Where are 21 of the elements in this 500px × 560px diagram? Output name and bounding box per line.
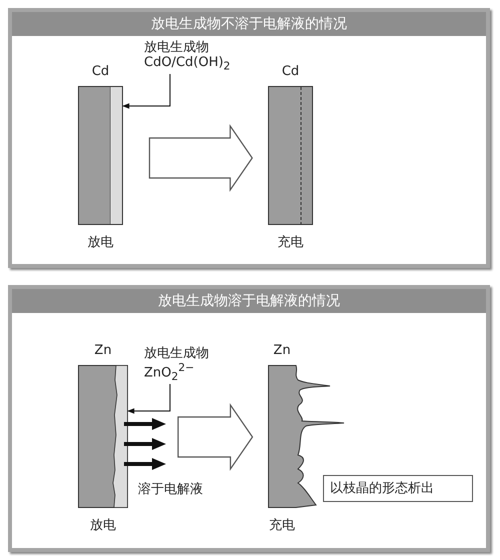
electrode-state-label: 充电 — [268, 517, 296, 534]
electrode-state-label: 放电 — [89, 517, 117, 534]
electrode-label: Cd — [280, 64, 300, 79]
electrode-state-label: 放电 — [86, 234, 114, 251]
note-box: 以枝晶的形态析出 — [323, 475, 473, 502]
electrode-label: Zn — [272, 343, 292, 358]
block-arrow — [178, 403, 254, 471]
panel — [8, 8, 490, 268]
header-band: 放电生成物不溶于电解液的情况 — [12, 12, 486, 36]
electrode-state-label: 充电 — [276, 234, 304, 251]
leader-line — [122, 74, 170, 109]
panel — [8, 285, 490, 552]
block-arrow — [148, 124, 253, 192]
leader-line — [127, 384, 170, 414]
callout-text: 放电生成物 — [144, 345, 209, 362]
callout-text: 放电生成物 — [144, 39, 209, 56]
header-band: 放电生成物溶于电解液的情况 — [12, 289, 486, 313]
electrode-label: Cd — [90, 64, 110, 79]
formula: CdO/Cd(OH)$_{2}$ — [144, 55, 230, 73]
note: 溶于电解液 — [138, 481, 203, 498]
electrode-label: Zn — [93, 343, 113, 358]
